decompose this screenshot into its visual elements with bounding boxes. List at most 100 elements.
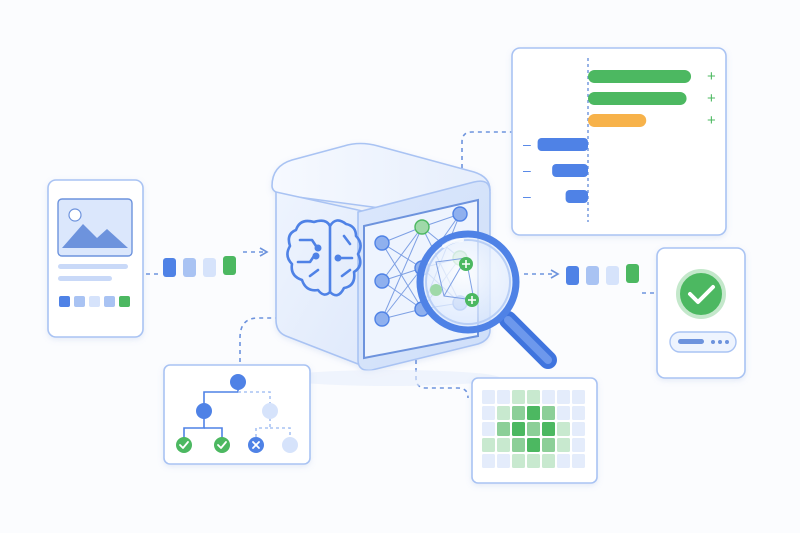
network-edge: [381, 280, 423, 310]
stream-token: [566, 266, 579, 285]
network-edge: [381, 242, 423, 269]
attribution-sign-label: –: [523, 162, 531, 178]
heatmap-cell: [527, 454, 540, 468]
heatmap-cell: [497, 454, 510, 468]
input-card-text-line: [58, 264, 128, 269]
heatmap-cell: [497, 438, 510, 452]
heatmap-cell: [482, 422, 495, 436]
attribution-sign-label: +: [707, 68, 716, 85]
stream-token: [626, 264, 639, 283]
heatmap-cell: [512, 390, 525, 404]
heatmap-cell: [542, 390, 555, 404]
attribution-sign-label: –: [523, 136, 531, 152]
network-node: [374, 273, 390, 289]
heatmap-cell: [557, 390, 570, 404]
attribution-bar-negative: [537, 138, 588, 151]
heatmap-cell: [542, 422, 555, 436]
decision-tree-edges: [183, 382, 291, 438]
network-edge: [381, 226, 423, 320]
network-edge: [381, 226, 423, 282]
feature-token: [74, 296, 85, 307]
lens-node-plus: [459, 257, 473, 271]
heatmap-cell: [572, 422, 585, 436]
lens-node: [430, 284, 442, 296]
heatmap-cell: [497, 406, 510, 420]
heatmap-cell: [482, 390, 495, 404]
tree-node: [262, 403, 278, 419]
network-node: [374, 311, 390, 327]
heatmap-cell: [572, 438, 585, 452]
attribution-bar-positive: [588, 114, 647, 127]
heatmap-cell: [527, 438, 540, 452]
lens-node-plus: [465, 293, 479, 307]
stream-token: [586, 266, 599, 285]
stream-token: [203, 258, 216, 277]
input-feature-tokens: [59, 296, 130, 307]
heatmap-cell: [527, 406, 540, 420]
stream-token: [606, 266, 619, 285]
connectors: [146, 131, 660, 399]
network-node: [452, 206, 468, 222]
attribution-bars: + + + – – –: [523, 68, 716, 204]
connector-tree-to-model: [239, 317, 286, 370]
magnifying-glass-icon: [416, 230, 557, 369]
decision-tree-card: [163, 364, 311, 465]
attribution-sign-label: +: [707, 112, 716, 129]
heatmap-cell: [512, 422, 525, 436]
heatmap-cell: [542, 438, 555, 452]
heatmap-grid: [482, 390, 585, 468]
heatmap-cell: [482, 406, 495, 420]
connector-model-to-heatmap: [415, 360, 469, 399]
heatmap-cell: [497, 390, 510, 404]
heatmap-cell: [572, 390, 585, 404]
attribution-bar-positive: [588, 70, 692, 83]
stream-token: [183, 258, 196, 277]
tree-node: [196, 403, 212, 419]
attribution-bar-negative: [552, 164, 588, 177]
heatmap-cell: [497, 422, 510, 436]
heatmap-cell: [572, 454, 585, 468]
heatmap-cell: [482, 438, 495, 452]
stream-token: [163, 258, 176, 277]
heatmap-cell: [512, 406, 525, 420]
attribution-bar-negative: [565, 190, 588, 203]
heatmap-cell: [557, 454, 570, 468]
attribution-bar-positive: [588, 92, 687, 105]
input-token-stream: [163, 256, 236, 277]
check-icon: [214, 437, 230, 453]
arrow-head-stream: [259, 247, 269, 257]
check-icon: [176, 437, 192, 453]
connector-model-to-chart: [461, 131, 512, 168]
attribution-sign-label: +: [707, 90, 716, 107]
brain-circuit-icon: [286, 219, 362, 297]
heatmap-cell: [512, 438, 525, 452]
stream-token: [223, 256, 236, 275]
feature-token: [104, 296, 115, 307]
attribution-sign-label: –: [523, 188, 531, 204]
cube-shadow: [280, 370, 500, 386]
heatmap-cell: [542, 406, 555, 420]
network-edge: [381, 242, 423, 310]
image-icon: [57, 198, 133, 257]
output-token-stream: [566, 264, 639, 285]
heatmap-cell: [557, 422, 570, 436]
x-icon: [248, 437, 264, 453]
decision-tree-leaves: [176, 437, 298, 453]
node-icon: [282, 437, 298, 453]
heatmap-cell: [527, 390, 540, 404]
heatmap-cell: [572, 406, 585, 420]
network-node: [374, 235, 390, 251]
feature-token: [119, 296, 130, 307]
cube-front: [275, 191, 371, 366]
heatmap-cell: [512, 454, 525, 468]
feature-token: [89, 296, 100, 307]
heatmap-cell: [557, 438, 570, 452]
heatmap-cell: [557, 406, 570, 420]
heatmap-cell: [482, 454, 495, 468]
network-node: [414, 219, 430, 235]
tree-root-node: [230, 374, 246, 390]
heatmap-cell: [542, 454, 555, 468]
arrow-head-output: [550, 269, 560, 279]
